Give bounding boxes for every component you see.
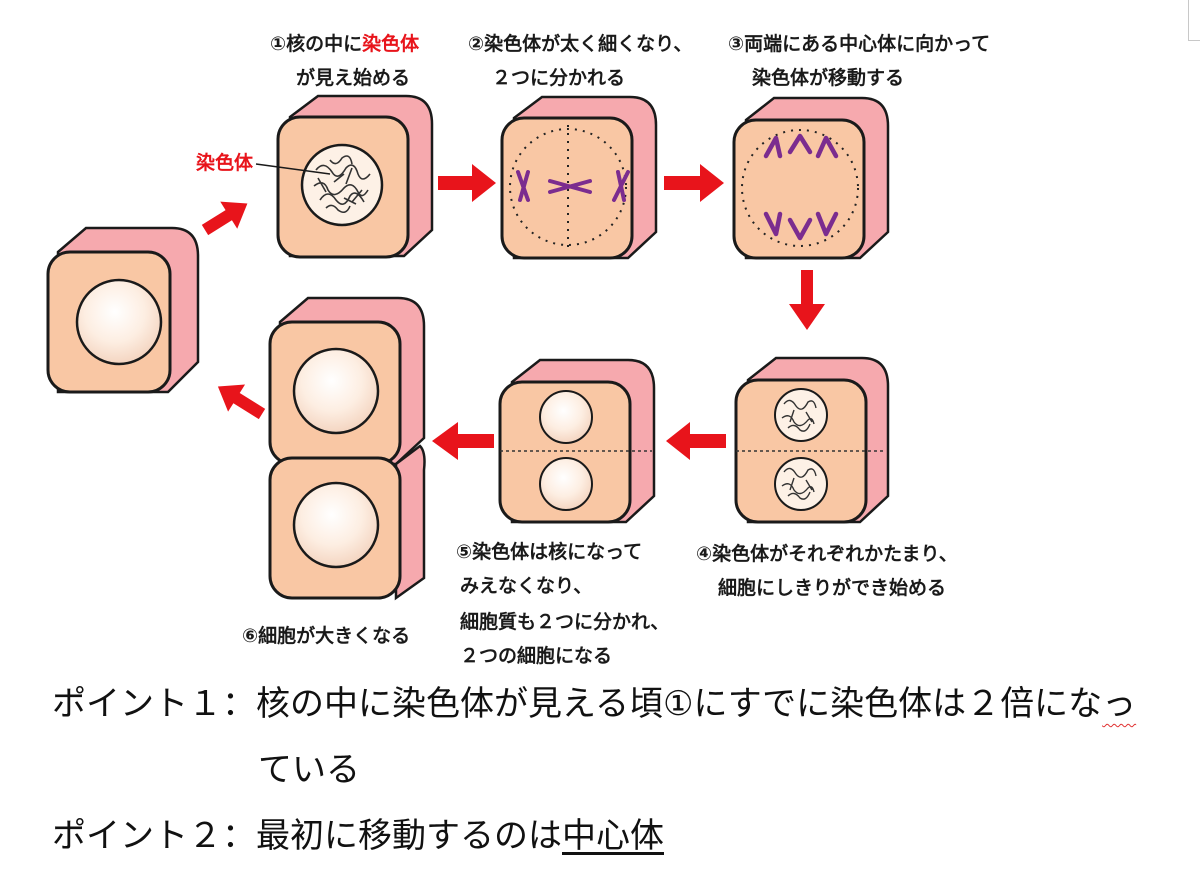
chromosomes [516, 170, 630, 202]
nucleus [292, 481, 380, 569]
point-1-text: ポイント１：核の中に染色体が見える頃①にすでに染色体は２倍にな [52, 684, 1103, 724]
cell-step6-upper [268, 296, 426, 466]
caption-step6: ⑥細胞が大きくなる [242, 624, 410, 647]
point-2-underlined: 中心体 [562, 816, 664, 856]
arrows [201, 164, 825, 460]
chromatin-top [781, 399, 817, 432]
cell-step6-lower-side [394, 444, 426, 601]
caption-step4-line1: ④染色体がそれぞれかたまり、 [696, 542, 958, 565]
caption-step5-line2: みえなくなり、 [460, 575, 592, 597]
point-1-line1: ポイント１：核の中に染色体が見える頃①にすでに染色体は２倍になっ [52, 676, 1136, 725]
cell-step3 [732, 96, 890, 260]
caption-step1-line2: が見え始める [296, 66, 410, 89]
caption-step3-line1: ③両端にある中心体に向かって [728, 32, 990, 55]
nucleus [75, 278, 163, 366]
caption-step5-line4: ２つの細胞になる [460, 644, 612, 667]
arrow-step3-to-step4 [789, 270, 825, 330]
nucleus-bottom [539, 457, 593, 511]
caption-step2-line1: ②染色体が太く細くなり、 [468, 32, 692, 55]
arrow-step5-to-step6 [432, 422, 494, 460]
arrow-step1-to-step2 [438, 164, 496, 202]
point-2-text: ポイント２：最初に移動するのは [52, 816, 562, 856]
page-corner-mark [1188, 0, 1200, 41]
chromatin-tangle [313, 155, 371, 214]
point-1-spellcheck-word: っ [1102, 684, 1137, 724]
arrow-start-to-step1 [201, 201, 248, 236]
chromosome-pointer-line [255, 163, 331, 175]
cell-step5 [498, 358, 656, 524]
nucleus-top [774, 388, 828, 442]
arrow-step6-to-start [217, 384, 266, 420]
cell-step1 [276, 94, 434, 259]
nucleus-bottom [774, 457, 828, 511]
caption-step3-line2: 染色体が移動する [752, 66, 904, 89]
spindle-dotted-circle [509, 128, 627, 246]
caption-step1-line1: ①核の中に染色体 [270, 32, 420, 55]
caption-step5-line1: ⑤染色体は核になって [456, 540, 642, 563]
point-1-line2: ている [258, 750, 360, 790]
nucleus [292, 347, 380, 435]
chromosome-label: 染色体 [196, 151, 254, 174]
caption-step2-line2: ２つに分かれる [492, 67, 625, 89]
cell-step5-face [498, 380, 632, 524]
arrow-step2-to-step3 [664, 164, 724, 202]
chromosomes [763, 133, 839, 241]
cell-step6-lower [268, 444, 426, 601]
caption-step5-line3: 細胞質も２つに分かれ、 [460, 610, 669, 633]
cell-start [46, 226, 200, 394]
cell-step2 [500, 95, 658, 260]
point-2: ポイント２：最初に移動するのは中心体 [52, 808, 664, 857]
nucleus-top [539, 390, 593, 444]
arrow-step4-to-step5 [666, 422, 726, 460]
spindle-dotted-circle [741, 129, 859, 247]
cell-step4 [734, 356, 890, 524]
caption-step4-line2: 細胞にしきりができ始める [718, 576, 946, 599]
chromatin-bottom [781, 467, 817, 500]
